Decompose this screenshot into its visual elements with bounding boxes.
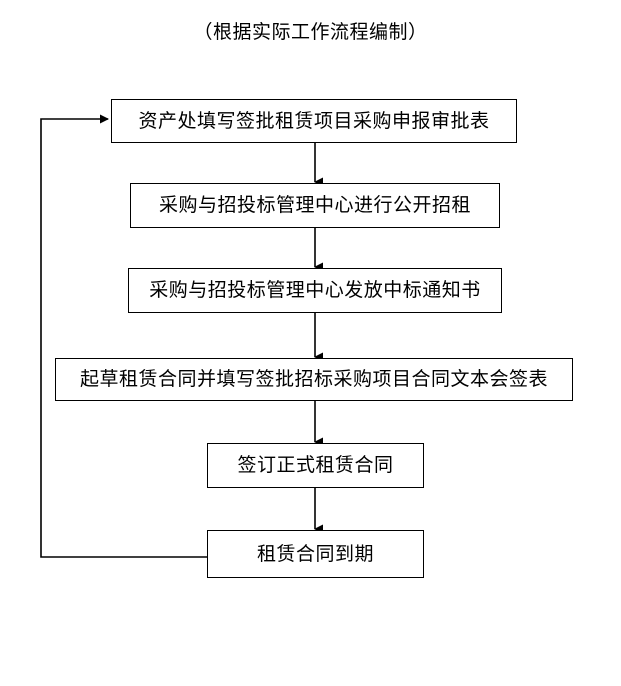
flow-node-draft-contract[interactable]: 起草租赁合同并填写签批招标采购项目合同文本会签表: [55, 358, 573, 401]
flow-node-label: 资产处填写签批租赁项目采购申报审批表: [138, 109, 490, 132]
flow-node-label: 起草租赁合同并填写签批招标采购项目合同文本会签表: [79, 368, 548, 391]
connector-feedback-loop: [40, 114, 207, 558]
flow-node-asset-dept-approval-form[interactable]: 资产处填写签批租赁项目采购申报审批表: [111, 99, 517, 143]
flow-node-label: 采购与招投标管理中心发放中标通知书: [149, 279, 481, 302]
flowchart-subtitle: （根据实际工作流程编制）: [193, 21, 428, 43]
flow-node-public-tender[interactable]: 采购与招投标管理中心进行公开招租: [130, 183, 500, 228]
flow-node-sign-formal-lease[interactable]: 签订正式租赁合同: [207, 443, 424, 488]
flow-node-lease-expires[interactable]: 租赁合同到期: [207, 530, 424, 578]
flow-node-label: 采购与招投标管理中心进行公开招租: [158, 194, 471, 217]
flow-node-issue-bid-notice[interactable]: 采购与招投标管理中心发放中标通知书: [128, 268, 502, 313]
flow-node-label: 租赁合同到期: [256, 542, 374, 565]
flow-node-label: 签订正式租赁合同: [237, 454, 394, 477]
